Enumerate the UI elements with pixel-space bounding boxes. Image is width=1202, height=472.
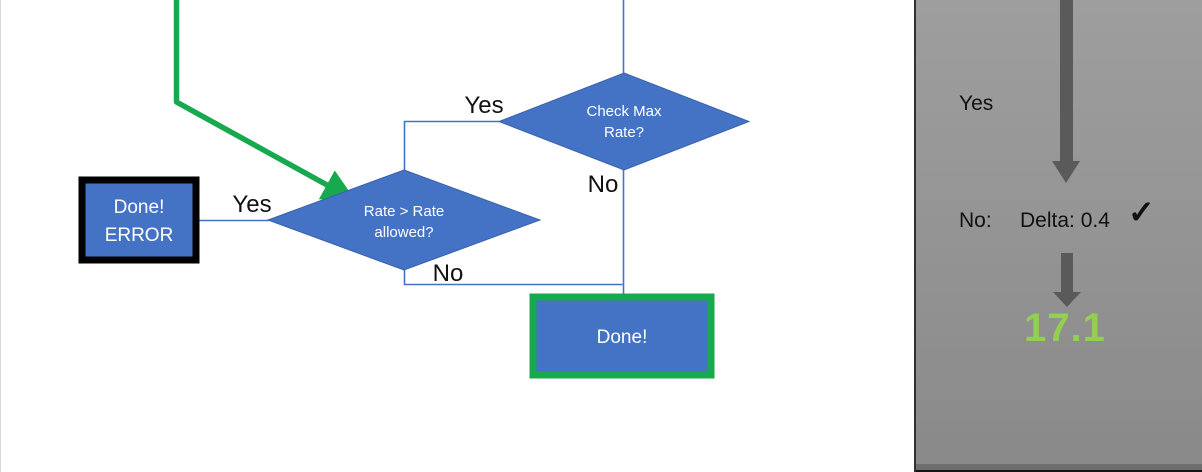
down-arrow-long-shaft xyxy=(1060,0,1073,161)
checkmark-icon: ✓ xyxy=(1128,194,1155,230)
decision2-text-line2: allowed? xyxy=(374,224,433,241)
connector-decision1-yes-to-decision2 xyxy=(403,120,499,170)
panel-bottom-strip xyxy=(916,464,1202,472)
decision1-text-line1: Check Max xyxy=(586,103,662,120)
highlight-green-arrow-path xyxy=(173,0,356,201)
done-error-text-line1: Done! xyxy=(114,197,165,218)
panel-yes-label: Yes xyxy=(959,92,994,115)
done-rect[interactable] xyxy=(529,293,715,379)
decision1-no-label: No xyxy=(588,171,619,198)
panel-delta-value: Delta: 0.4 xyxy=(1020,209,1110,232)
result-value: 17.1 xyxy=(1024,306,1106,350)
side-panel: Yes No: Delta: 0.4 ✓ 17.1 xyxy=(914,0,1202,472)
done-text: Done! xyxy=(597,327,648,348)
decision2-diamond-shape[interactable] xyxy=(266,169,542,271)
decision2-no-label: No xyxy=(433,260,464,287)
decision-check-max-rate[interactable]: Check Max Rate? xyxy=(497,72,751,171)
decision1-yes-label: Yes xyxy=(464,92,503,119)
decision1-diamond-shape[interactable] xyxy=(497,72,751,171)
decision1-text-line2: Rate? xyxy=(604,124,644,141)
done-box[interactable]: Done! xyxy=(529,293,715,379)
done-error-rect[interactable] xyxy=(78,176,200,264)
down-arrow-long-icon xyxy=(1052,161,1080,183)
flowchart-svg: Check Max Rate? Rate > Rate allowed? Don… xyxy=(78,0,751,379)
connector-decision2-no-to-done xyxy=(403,270,623,286)
down-arrow-short-shaft xyxy=(1061,253,1073,292)
decision-rate-allowed[interactable]: Rate > Rate allowed? xyxy=(266,169,542,271)
done-error-text-line2: ERROR xyxy=(105,225,174,246)
done-error-box[interactable]: Done! ERROR xyxy=(78,176,200,264)
decision2-text-line1: Rate > Rate xyxy=(364,203,444,220)
decision2-yes-label: Yes xyxy=(232,191,271,218)
down-arrow-short-icon xyxy=(1053,292,1081,307)
panel-no-label: No: xyxy=(959,209,992,232)
